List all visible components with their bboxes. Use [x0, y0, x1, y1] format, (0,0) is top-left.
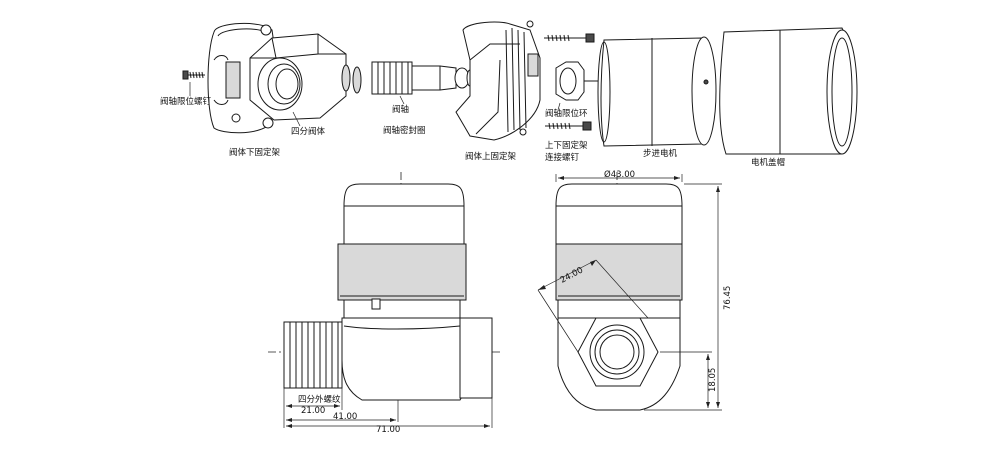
label-bracket-screw-line1: 上下固定架	[545, 140, 588, 151]
label-four-point-body: 四分阀体	[291, 126, 326, 137]
label-bracket-screw-line2: 连接螺钉	[545, 152, 580, 163]
upper-bracket-part	[455, 20, 541, 141]
stepper-motor-part	[597, 36, 717, 147]
label-motor-cover: 电机盖帽	[751, 157, 785, 168]
front-view	[268, 172, 500, 401]
dim-18-05: 18.05	[708, 368, 718, 392]
label-lower-bracket: 阀体下固定架	[229, 147, 281, 158]
dim-71: 71.00	[376, 425, 400, 435]
dim-21: 21.00	[301, 406, 325, 416]
label-stepper-motor: 步进电机	[643, 148, 678, 159]
label-valve-shaft: 阀轴	[392, 104, 409, 115]
side-view-dimensions	[537, 174, 722, 411]
dim-41: 41.00	[333, 412, 357, 422]
side-view	[555, 172, 683, 411]
leader-lines	[189, 82, 561, 127]
label-shaft-seal: 阀轴密封圈	[383, 125, 426, 136]
label-limit-screw: 阀轴限位螺钉	[160, 96, 212, 107]
dim-diameter-43: Ø43.00	[604, 169, 635, 180]
valve-shaft-part	[371, 61, 470, 95]
motor-cover-part	[719, 27, 858, 155]
label-upper-bracket: 阀体上固定架	[465, 151, 517, 162]
four-point-valve-body-part	[249, 33, 347, 121]
o-rings-left	[341, 64, 362, 94]
limit-screw-part	[182, 70, 205, 80]
shaft-limit-ring-part	[555, 61, 598, 101]
dim-outer-thread: 四分外螺纹	[298, 394, 341, 405]
dim-76-45: 76.45	[723, 286, 733, 310]
connection-screws	[544, 33, 595, 131]
label-shaft-limit-ring: 阀轴限位环	[545, 108, 588, 119]
front-view-dimensions	[283, 388, 493, 428]
